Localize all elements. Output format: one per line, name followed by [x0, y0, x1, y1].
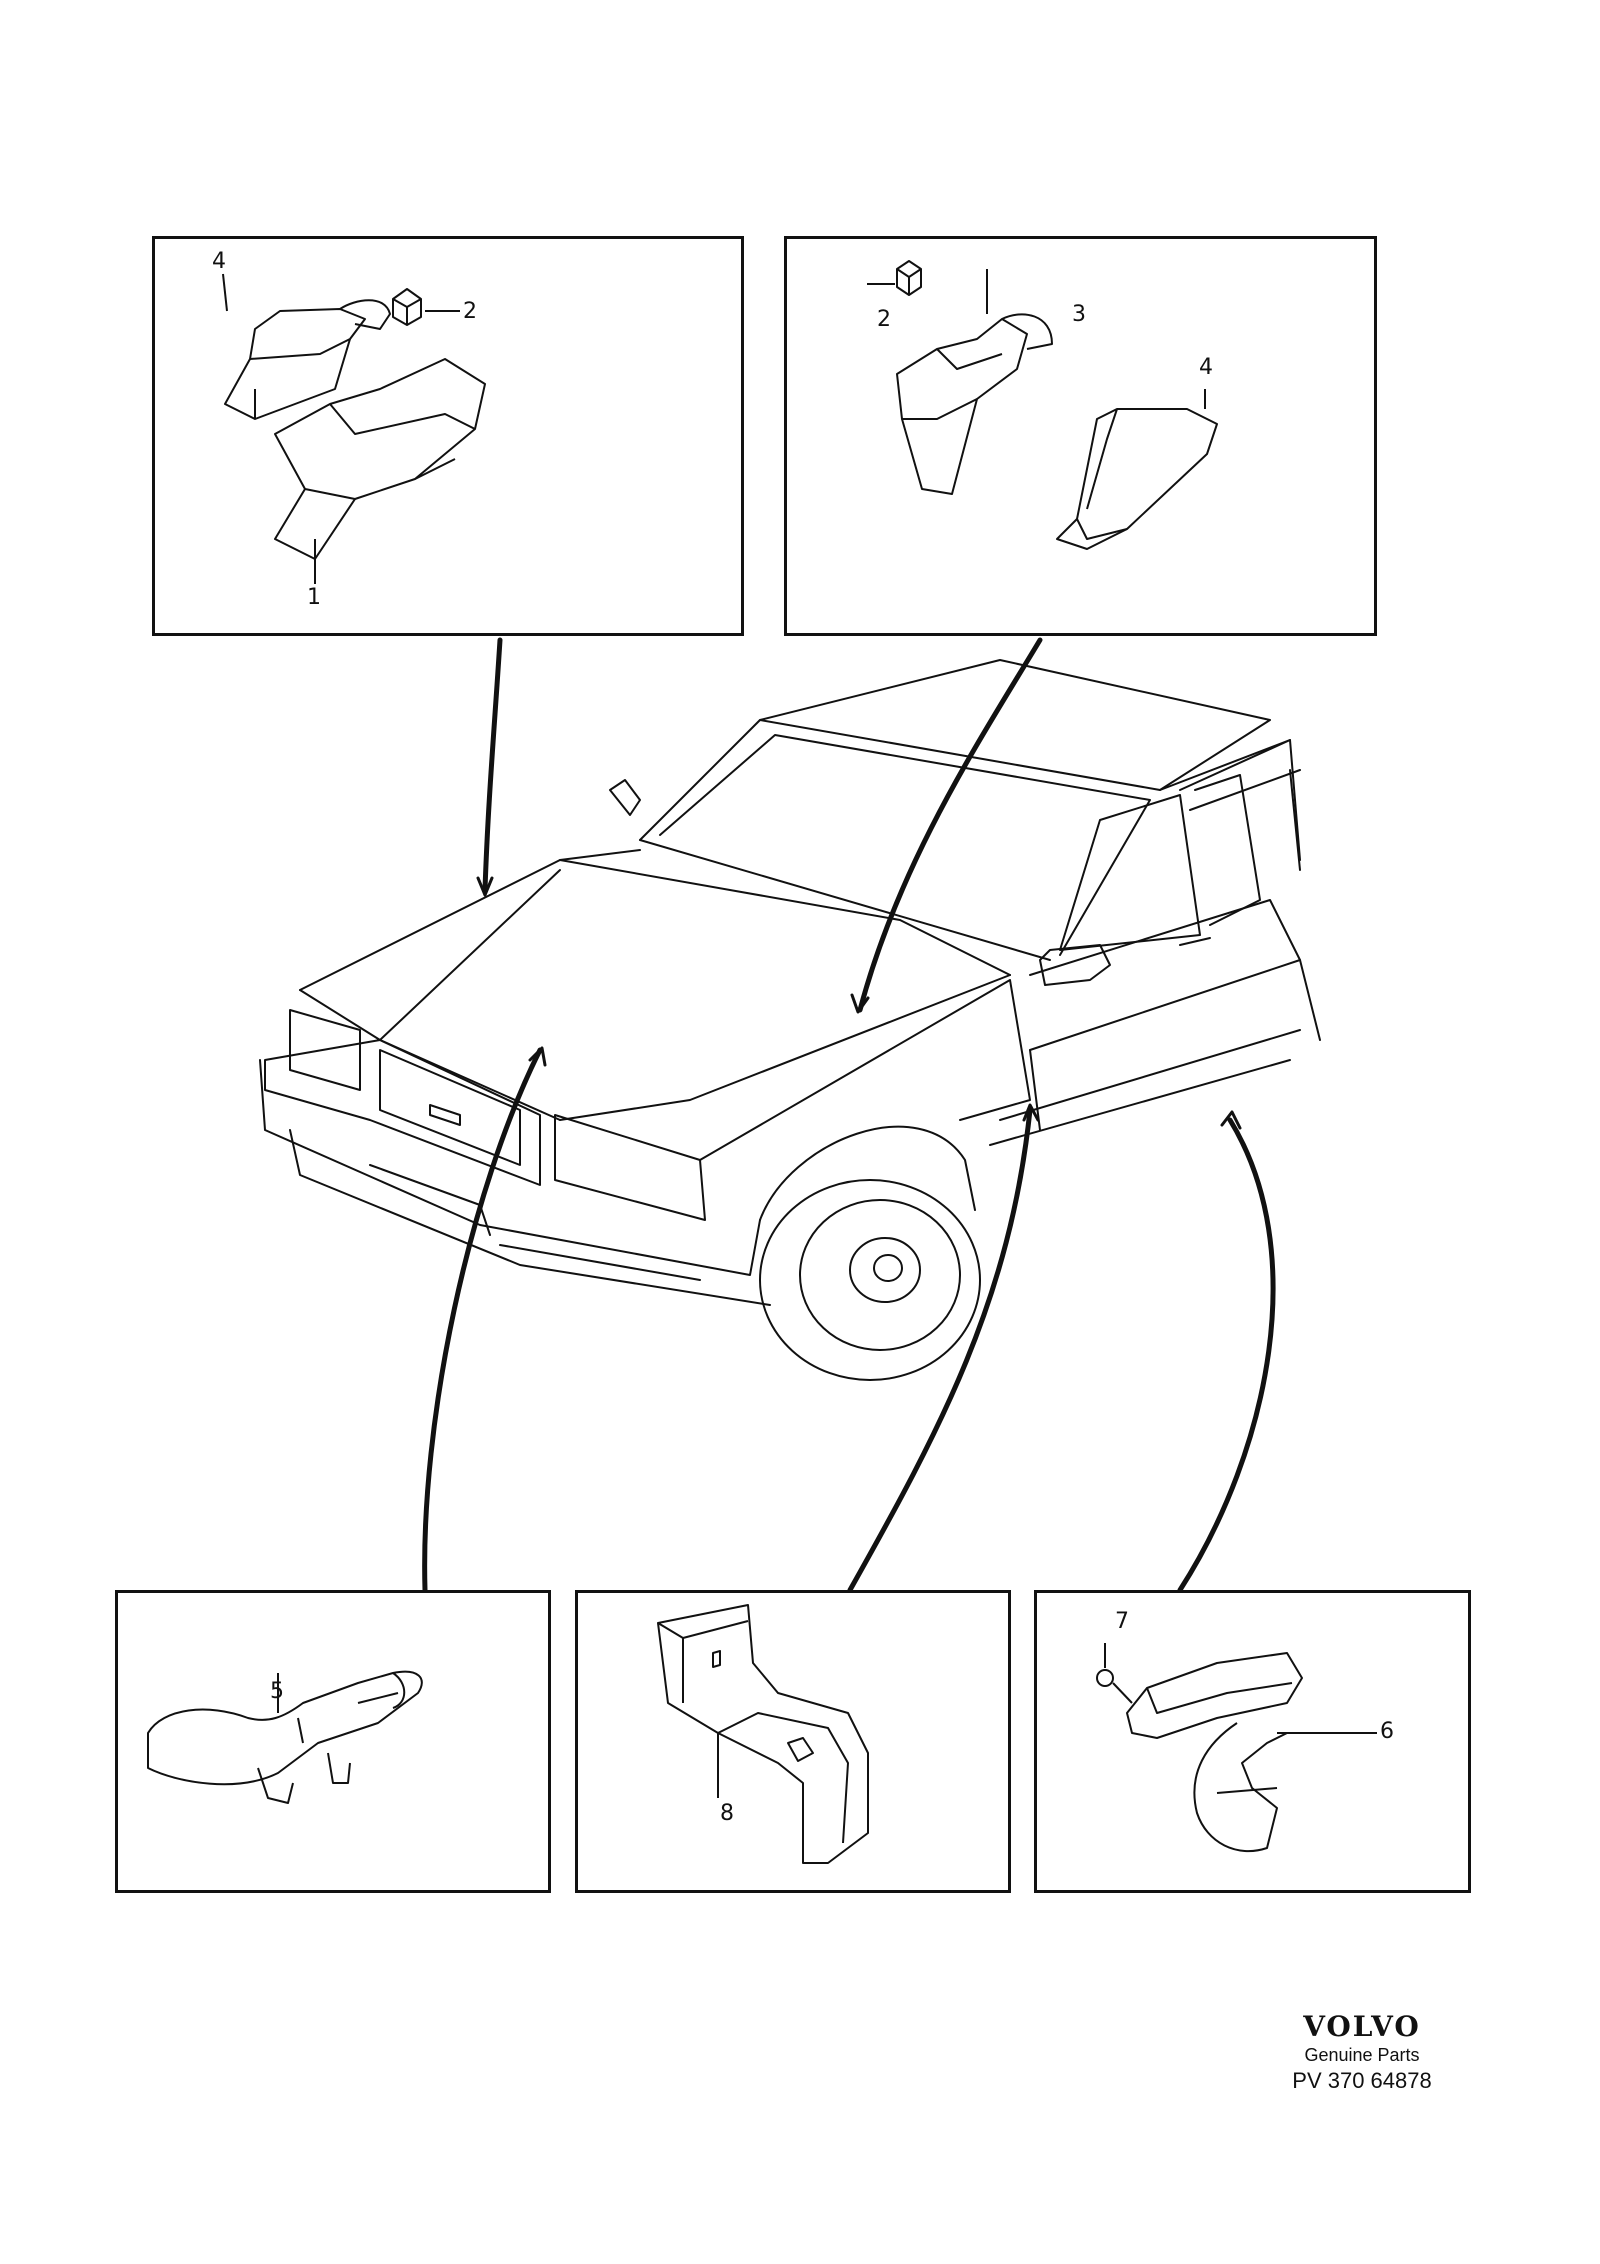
callout-label: 4 [1199, 355, 1213, 380]
diagram-reference-number: PV 370 64878 [1292, 2068, 1432, 2093]
heat-shield-parts-illustration [867, 260, 1218, 550]
leader-line-bottom-right [1177, 1117, 1276, 1593]
callout-label: 7 [1115, 1609, 1129, 1634]
callout-label: 2 [463, 299, 477, 324]
air-duct-part-illustration [1096, 1643, 1377, 1853]
callout-label: 5 [270, 1679, 284, 1704]
callout-label: 3 [1072, 302, 1086, 327]
panel-bottom-middle: 8 [575, 1590, 1011, 1893]
callout-label: 4 [212, 249, 226, 274]
panel-bottom-right: 7 6 [1034, 1590, 1471, 1893]
callout-label: 2 [877, 307, 891, 332]
leader-line-bottom-middle [847, 1107, 1033, 1593]
car-illustration [259, 659, 1321, 1381]
panel-top-right: 2 3 4 [784, 236, 1377, 636]
heat-shield-parts-illustration [222, 273, 486, 584]
brand-footer: VOLVO Genuine Parts PV 370 64878 [1262, 2010, 1462, 2094]
air-duct-part-illustration [147, 1670, 423, 1804]
air-duct-part-illustration [657, 1604, 869, 1864]
callout-label: 6 [1380, 1719, 1394, 1744]
panel-top-left: 4 2 1 [152, 236, 744, 636]
panel-bottom-left: 5 [115, 1590, 551, 1893]
leader-line-bottom-left [422, 1047, 543, 1593]
brand-subtitle: Genuine Parts [1304, 2045, 1420, 2065]
leader-line-top-right [857, 637, 1043, 1013]
callout-label: 1 [307, 585, 321, 610]
brand-logo: VOLVO [1303, 2010, 1421, 2043]
leader-line-top-left [482, 637, 503, 893]
callout-label: 8 [720, 1801, 734, 1826]
